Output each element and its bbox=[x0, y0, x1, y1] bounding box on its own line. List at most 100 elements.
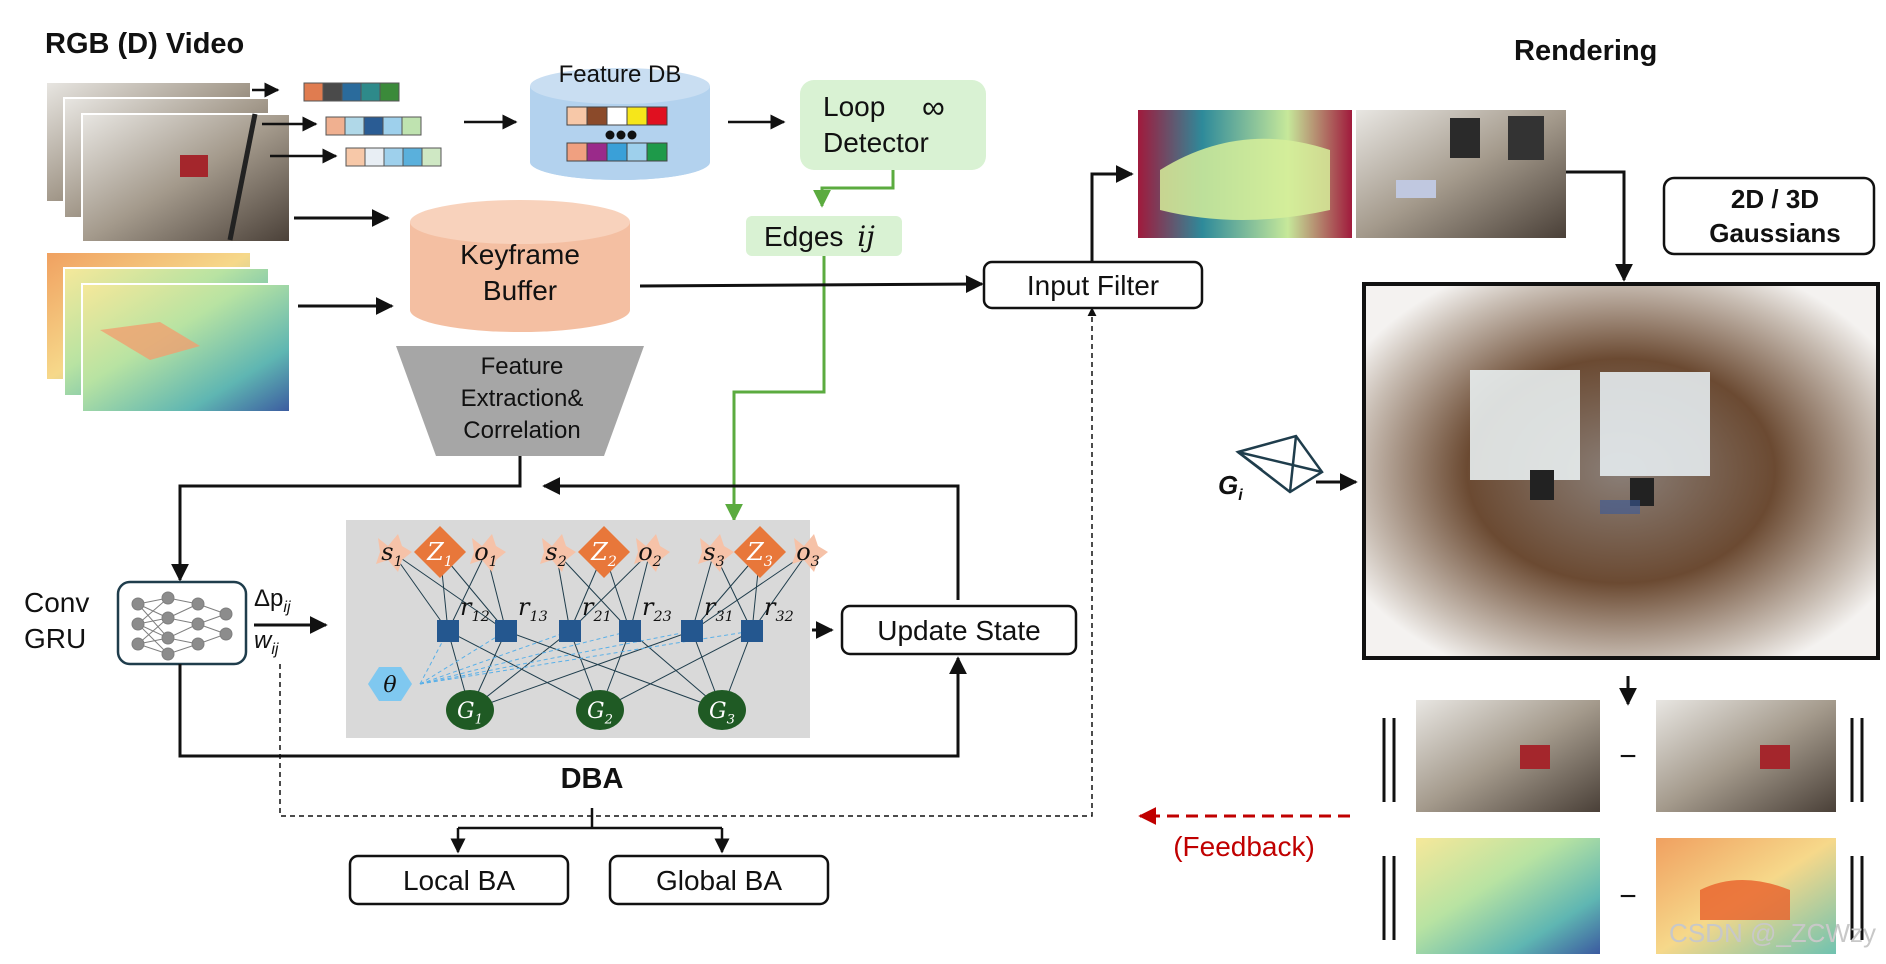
feature-db-label: Feature DB bbox=[559, 61, 682, 88]
depth-node-2: Z2 bbox=[578, 526, 630, 578]
factor-graph: s1 Z1 o1 s2 Z2 o2 s3 Z3 o3 r12 r13 r21 r23 r31 r32 θG1 G… bbox=[346, 520, 828, 738]
svg-text:o2: o2 bbox=[638, 538, 662, 570]
edges-label: Edges bbox=[764, 221, 843, 252]
gru-outputs: Δpij wij bbox=[254, 585, 328, 658]
residual-r31: r31 bbox=[681, 593, 734, 642]
keyframe-buffer-line1: Keyframe bbox=[460, 239, 580, 270]
keyframe-buffer: Keyframe Buffer bbox=[410, 200, 630, 332]
svg-text:r31: r31 bbox=[704, 593, 734, 625]
neural-network-icon bbox=[131, 591, 233, 661]
infinity-icon: ∞ bbox=[922, 89, 945, 125]
svg-text:r23: r23 bbox=[642, 593, 672, 625]
conv-gru: Conv GRU bbox=[24, 580, 248, 666]
delta-p-label: Δp bbox=[254, 585, 283, 612]
svg-text:Δpij: Δpij bbox=[254, 585, 291, 616]
depth-node-3: Z3 bbox=[734, 526, 786, 578]
gaussians-box: 2D / 3D Gaussians bbox=[1662, 176, 1876, 256]
feature-extraction-line3: Correlation bbox=[463, 417, 580, 444]
svg-text:r13: r13 bbox=[518, 593, 548, 625]
rgbd-video-heading: RGB (D) Video bbox=[45, 28, 244, 60]
loop-detector: Loop ∞ Detector bbox=[800, 80, 986, 170]
edges-var: ij bbox=[857, 220, 875, 253]
loop-detector-line2: Detector bbox=[823, 127, 929, 158]
svg-text:G3: G3 bbox=[709, 699, 735, 728]
feature-extraction-correlation: Feature Extraction& Correlation bbox=[396, 346, 644, 456]
scale-node-2: s2 bbox=[540, 534, 576, 572]
residual-r23: r23 bbox=[619, 593, 672, 642]
svg-text:wij: wij bbox=[254, 627, 279, 658]
svg-text:s1: s1 bbox=[381, 538, 402, 570]
input-filter-label: Input Filter bbox=[1027, 270, 1159, 301]
edges-ij: Edges ij bbox=[746, 216, 902, 256]
svg-text:r32: r32 bbox=[764, 593, 794, 625]
camera-label-main: G bbox=[1218, 470, 1238, 500]
feature-strips bbox=[252, 82, 442, 167]
pose-node-g3: G3 bbox=[698, 690, 746, 730]
weight-sub: ij bbox=[271, 641, 279, 658]
pose-node-g1: G1 bbox=[446, 690, 494, 730]
offset-node-2: o2 bbox=[634, 534, 670, 572]
scale-node-1: s1 bbox=[376, 534, 412, 572]
rgb-comparison: − bbox=[1382, 700, 1864, 812]
update-state: Update State bbox=[840, 604, 1078, 656]
feedback-arrow: (Feedback) bbox=[1138, 807, 1350, 862]
rendered-view bbox=[1362, 282, 1880, 660]
weight-label: w bbox=[254, 627, 273, 654]
svg-text:Edges ij: Edges ij bbox=[764, 220, 875, 253]
watermark: CSDN @_ZCWzy bbox=[1669, 918, 1876, 948]
svg-text:Z2: Z2 bbox=[590, 538, 617, 570]
conv-gru-line2: GRU bbox=[24, 623, 86, 654]
svg-text:G1: G1 bbox=[457, 699, 483, 728]
depth-comparison: − bbox=[1382, 838, 1864, 954]
pose-node-g2: G2 bbox=[576, 690, 624, 730]
svg-text:o3: o3 bbox=[796, 538, 820, 570]
svg-text:Z1: Z1 bbox=[426, 538, 453, 570]
theta-node: θ bbox=[368, 667, 412, 701]
svg-text:Gi: Gi bbox=[1218, 470, 1243, 504]
offset-node-3: o3 bbox=[792, 534, 828, 572]
residual-r13: r13 bbox=[495, 593, 548, 642]
depth-frames-stack bbox=[45, 251, 291, 413]
scale-node-3: s3 bbox=[698, 534, 734, 572]
gaussians-line2: Gaussians bbox=[1709, 218, 1841, 248]
input-filter: Input Filter bbox=[982, 260, 1204, 310]
minus-sign-depth: − bbox=[1619, 880, 1637, 913]
residual-r21: r21 bbox=[559, 593, 612, 642]
delta-p-sub: ij bbox=[283, 599, 291, 616]
conv-gru-line1: Conv bbox=[24, 587, 89, 618]
camera-label-sub: i bbox=[1238, 487, 1243, 504]
loop-detector-line1: Loop bbox=[823, 91, 885, 122]
filtered-depth-image bbox=[1138, 110, 1352, 238]
rgb-frames-stack bbox=[45, 81, 291, 243]
feature-extraction-line2: Extraction& bbox=[461, 385, 584, 412]
dba-label: DBA bbox=[561, 763, 624, 795]
svg-text:s3: s3 bbox=[703, 538, 724, 570]
feedback-label: (Feedback) bbox=[1173, 831, 1315, 862]
svg-text:s2: s2 bbox=[545, 538, 566, 570]
offset-node-1: o1 bbox=[470, 534, 506, 572]
feature-extraction-line1: Feature bbox=[481, 353, 564, 380]
residual-r32: r32 bbox=[741, 593, 794, 642]
feature-db: Feature DB bbox=[530, 61, 710, 180]
svg-text:G2: G2 bbox=[587, 699, 613, 728]
update-state-label: Update State bbox=[877, 615, 1040, 646]
residual-r12: r12 bbox=[437, 593, 490, 642]
depth-node-1: Z1 bbox=[414, 526, 466, 578]
global-ba: Global BA bbox=[608, 854, 830, 906]
rendering-heading: Rendering bbox=[1514, 35, 1657, 67]
filtered-rgb-image bbox=[1356, 110, 1566, 238]
svg-text:o1: o1 bbox=[474, 538, 498, 570]
local-ba-label: Local BA bbox=[403, 865, 515, 896]
svg-text:θ: θ bbox=[383, 673, 396, 698]
global-ba-label: Global BA bbox=[656, 865, 782, 896]
local-ba: Local BA bbox=[348, 854, 570, 906]
svg-text:r21: r21 bbox=[582, 593, 612, 625]
keyframe-buffer-line2: Buffer bbox=[483, 275, 557, 306]
svg-text:r12: r12 bbox=[460, 593, 490, 625]
minus-sign-rgb: − bbox=[1619, 740, 1637, 773]
camera-pose-icon: Gi bbox=[1218, 434, 1358, 504]
svg-text:Z3: Z3 bbox=[746, 538, 773, 570]
ba-split-arrows bbox=[450, 808, 730, 854]
gaussians-line1: 2D / 3D bbox=[1731, 184, 1819, 214]
